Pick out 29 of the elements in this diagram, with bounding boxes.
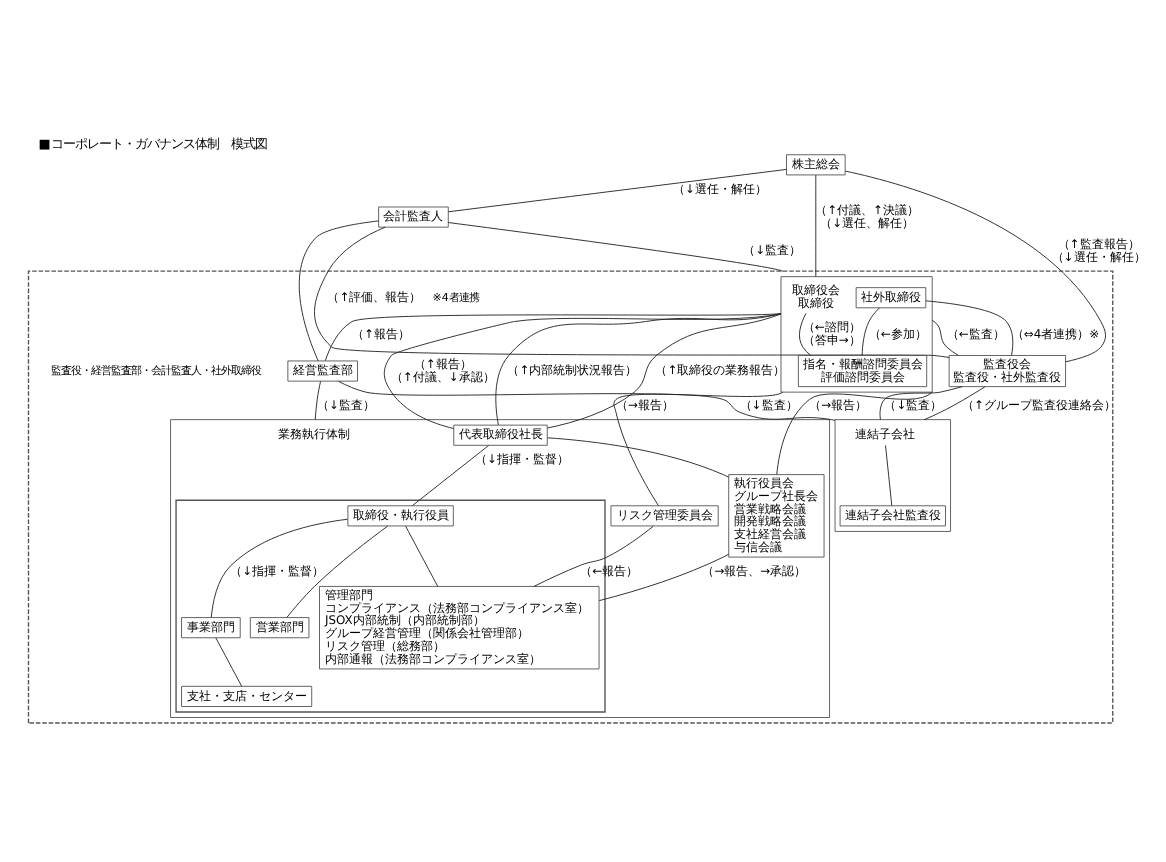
connector xyxy=(547,312,782,428)
connector xyxy=(412,444,490,506)
connector xyxy=(885,444,893,506)
connector xyxy=(314,225,950,357)
connector xyxy=(447,168,787,212)
connector xyxy=(931,319,959,355)
connector xyxy=(923,385,986,420)
cluster xyxy=(27,269,1114,723)
connector xyxy=(215,636,243,686)
connector xyxy=(314,379,321,420)
connector xyxy=(879,385,963,420)
connector xyxy=(383,312,782,428)
connector xyxy=(286,524,389,617)
connector xyxy=(210,517,348,617)
connector xyxy=(533,524,654,586)
connector xyxy=(861,306,880,355)
connector xyxy=(598,552,729,601)
connector xyxy=(547,436,730,477)
connector xyxy=(776,390,933,475)
connector xyxy=(925,299,1014,355)
connector xyxy=(448,221,784,271)
connector xyxy=(815,173,817,277)
connector xyxy=(405,524,439,586)
connector xyxy=(844,169,1106,362)
connector xyxy=(338,379,836,420)
connector xyxy=(324,312,782,361)
connector xyxy=(298,219,379,361)
connector xyxy=(799,311,812,355)
connector xyxy=(613,390,784,505)
